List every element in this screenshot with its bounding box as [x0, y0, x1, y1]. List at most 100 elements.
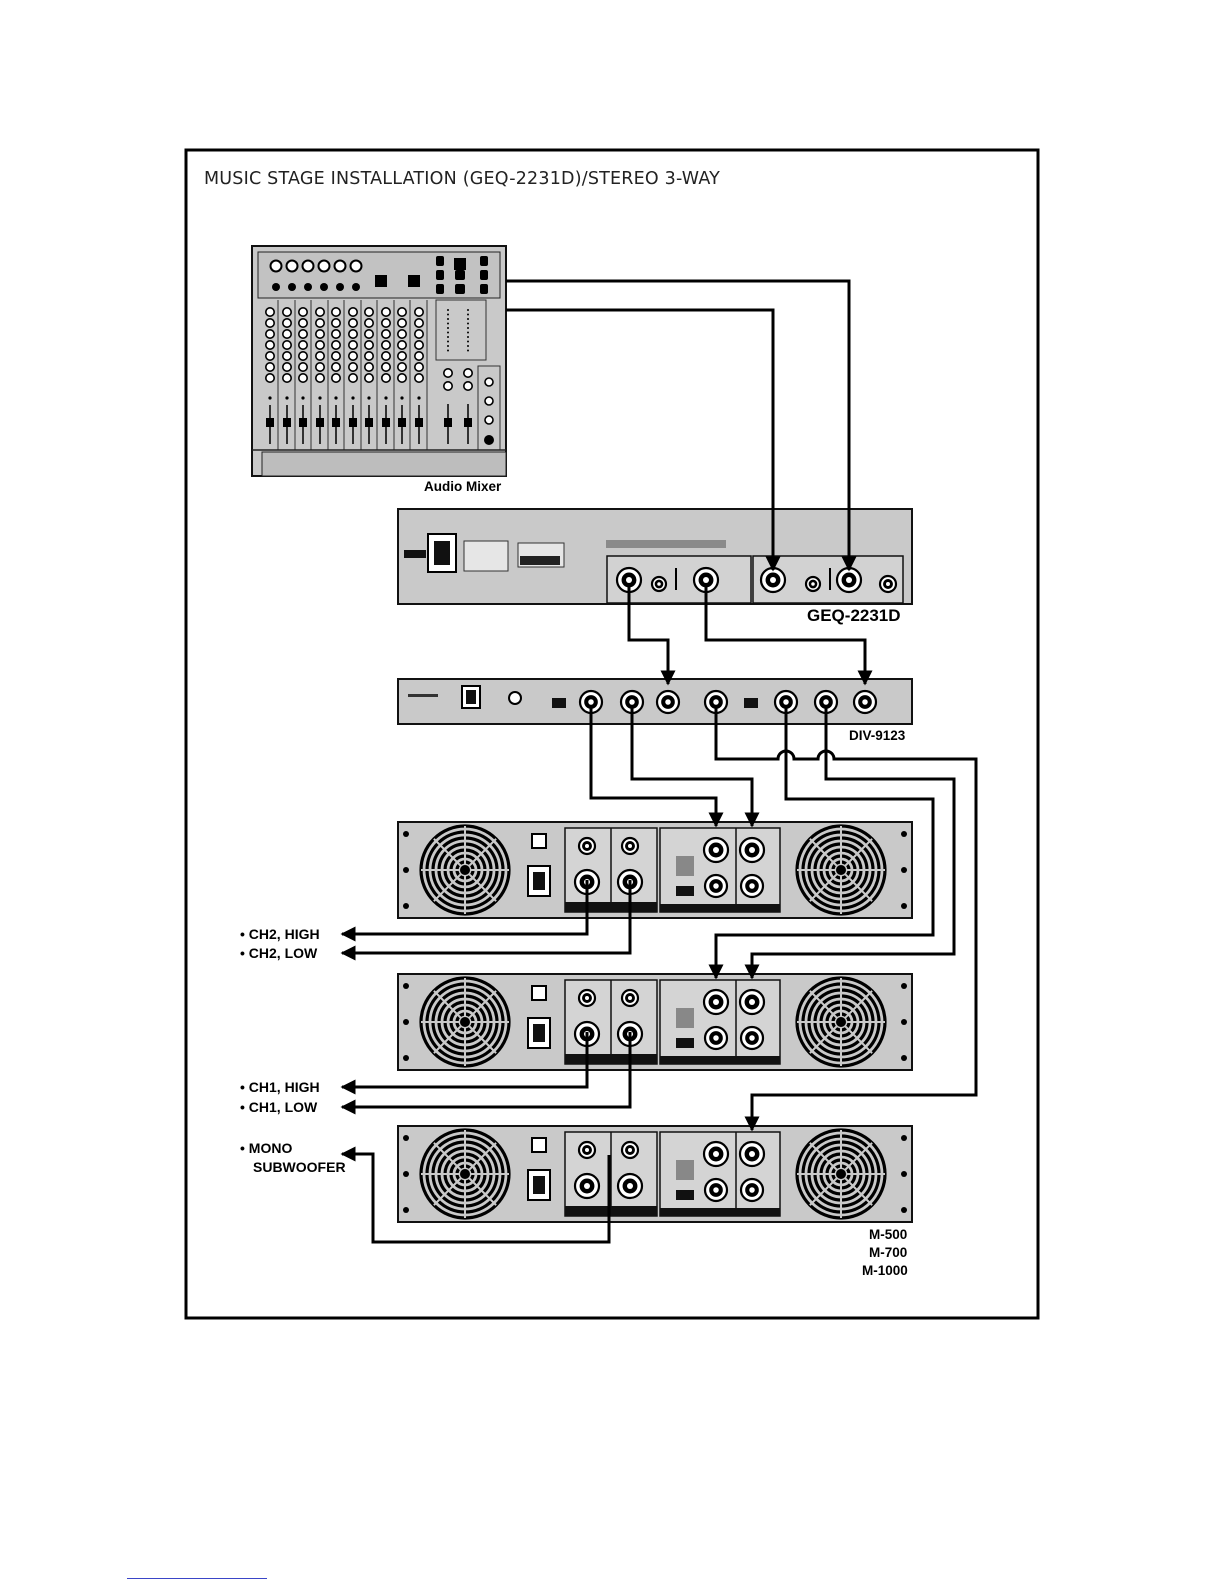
binding-post-pin [628, 844, 632, 848]
strip-knob [398, 330, 406, 338]
fan-hub [460, 865, 470, 875]
fader-cap [365, 418, 373, 427]
div-xlr-jack-pin [665, 699, 671, 705]
strip-knob [299, 374, 307, 382]
strip-knob [283, 330, 291, 338]
strip-led [417, 396, 420, 399]
master-fader-cap [444, 418, 452, 427]
panel-stripe [565, 902, 657, 912]
meter-led [447, 314, 449, 316]
strip-knob [332, 374, 340, 382]
geq-2231d-rear-panel [398, 509, 912, 604]
strip-knob [316, 341, 324, 349]
strip-led [285, 396, 288, 399]
strip-knob [365, 374, 373, 382]
meter-led [447, 327, 449, 329]
meter-led [467, 323, 469, 325]
geq-trs-jack-pin [657, 582, 661, 586]
rack-hole [901, 1171, 907, 1177]
meter-led [467, 350, 469, 352]
fan-grille-icon [421, 1130, 509, 1218]
mixer-knob [319, 261, 330, 272]
strip-led [351, 396, 354, 399]
strip-knob [266, 374, 274, 382]
meter-led [467, 327, 469, 329]
rack-hole [901, 1055, 907, 1061]
master-knob [464, 369, 472, 377]
meter-led [447, 318, 449, 320]
mode-switch [676, 1190, 694, 1200]
strip-knob [349, 319, 357, 327]
mixer-button [436, 270, 444, 280]
power-inlet-pins [533, 872, 545, 890]
div-xlr-jack-pin [713, 699, 719, 705]
strip-knob [332, 363, 340, 371]
strip-knob [365, 341, 373, 349]
geq-trs-jack-pin [811, 582, 815, 586]
strip-knob [398, 319, 406, 327]
meter-led [447, 341, 449, 343]
rack-hole [403, 867, 409, 873]
amp-model-labels: M-500 M-700 M-1000 [862, 1227, 908, 1278]
meter-led [467, 336, 469, 338]
strip-knob [266, 363, 274, 371]
fader-cap [283, 418, 291, 427]
speakon-jack-pin [627, 1183, 633, 1189]
rack-hole [403, 1055, 409, 1061]
rack-hole [901, 903, 907, 909]
meter-led [447, 345, 449, 347]
strip-knob [299, 341, 307, 349]
phones-knob [485, 397, 493, 405]
geq-trs-jack-pin [886, 582, 890, 586]
mixer-button [436, 256, 444, 266]
audio-mixer [252, 246, 506, 476]
strip-knob [299, 308, 307, 316]
fan-grille-icon [797, 826, 885, 914]
mixer-knob [303, 261, 314, 272]
strip-knob [382, 341, 390, 349]
rack-hole [403, 1171, 409, 1177]
div-label: DIV-9123 [849, 728, 906, 743]
strip-knob [365, 319, 373, 327]
strip-knob [365, 330, 373, 338]
geq-xlr-jack-pin [846, 577, 852, 583]
mixer-jack [272, 283, 280, 291]
meter-led [447, 350, 449, 352]
strip-knob [365, 363, 373, 371]
amp-xlr-link-pin [749, 1187, 755, 1193]
panel-stripe [565, 1054, 657, 1064]
mode-switch-block [676, 1008, 694, 1028]
rack-hole [901, 831, 907, 837]
meter-led [467, 332, 469, 334]
speakon-jack-pin [584, 1183, 590, 1189]
meter-led [447, 336, 449, 338]
geq-label: GEQ-2231D [807, 606, 901, 625]
strip-knob [349, 308, 357, 316]
strip-knob [415, 330, 423, 338]
strip-knob [266, 341, 274, 349]
mixer-button [455, 284, 465, 294]
strip-knob [349, 330, 357, 338]
div-xlr-jack-pin [862, 699, 868, 705]
fader-cap [398, 418, 406, 427]
meter-led [467, 345, 469, 347]
label-mono: • MONO [240, 1140, 292, 1156]
meter-led [467, 309, 469, 311]
fan-grille-icon [421, 826, 509, 914]
phones-jack [484, 435, 494, 445]
mixer-icon [408, 275, 420, 287]
mixer-knob [335, 261, 346, 272]
master-knob [444, 369, 452, 377]
mixer-icon [454, 258, 466, 270]
mixer-label: Audio Mixer [424, 479, 502, 494]
mixer-icon [375, 275, 387, 287]
fan-grille-icon [797, 978, 885, 1066]
label-ch1-low: • CH1, LOW [240, 1099, 318, 1115]
div-9123-rear-panel [398, 679, 912, 724]
strip-led [367, 396, 370, 399]
strip-knob [349, 341, 357, 349]
footer-link-underline [127, 1578, 267, 1579]
mode-switch-block [676, 1160, 694, 1180]
strip-knob [266, 319, 274, 327]
